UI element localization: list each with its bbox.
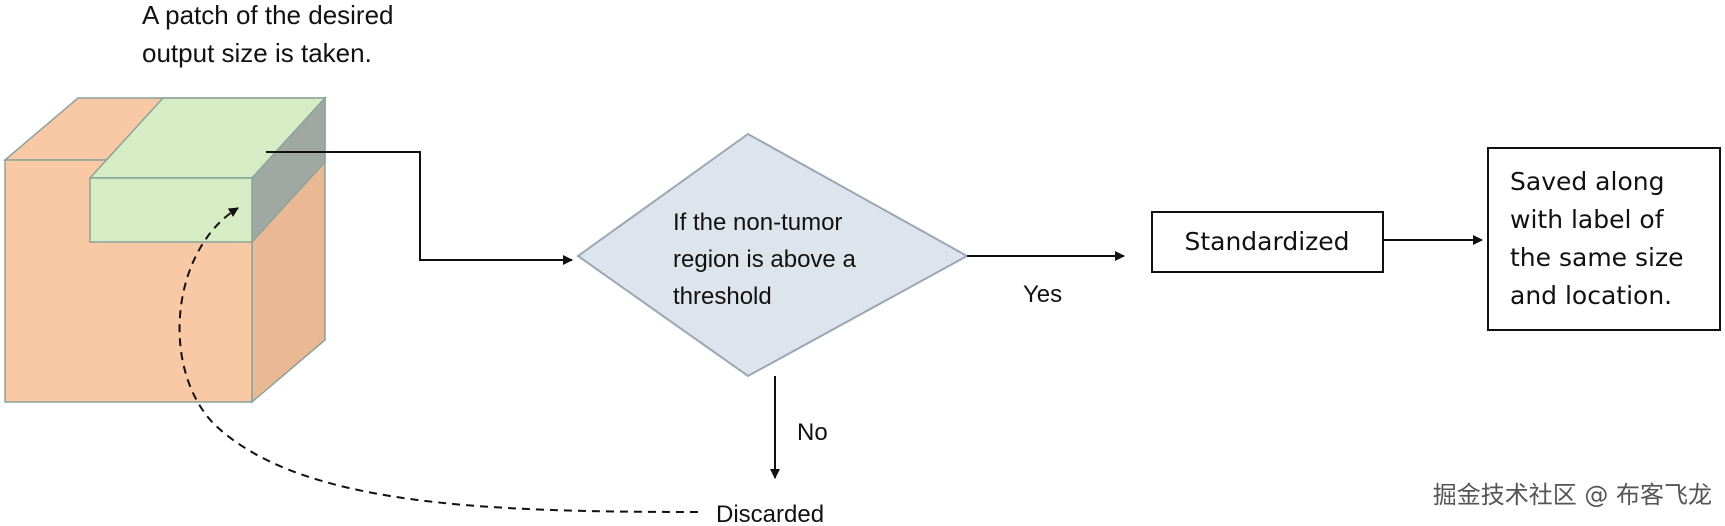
decision-line-1: If the non-tumor — [673, 209, 842, 236]
no-label: No — [797, 419, 828, 446]
saved-box — [1487, 147, 1721, 331]
saved-line-2: with label of — [1510, 205, 1665, 234]
decision-line-2: region is above a — [673, 246, 856, 273]
standardized-label: Standardized — [1184, 227, 1349, 256]
standardized-box — [1151, 211, 1384, 273]
discarded-label: Discarded — [716, 501, 824, 526]
watermark-text: 掘金技术社区 @ 布客飞龙 — [1433, 481, 1712, 509]
arrow-patch-to-decision — [266, 151, 573, 265]
decision-line-3: threshold — [673, 283, 772, 310]
patch-front-face — [89, 177, 253, 243]
saved-line-1: Saved along — [1510, 167, 1664, 196]
saved-line-4: and location. — [1510, 281, 1672, 310]
yes-label: Yes — [1023, 281, 1062, 308]
saved-line-3: the same size — [1510, 243, 1683, 272]
caption-line-1: A patch of the desired — [142, 0, 394, 30]
dashed-return-arrow — [178, 207, 699, 513]
patch-cube — [88, 96, 327, 244]
caption-line-2: output size is taken. — [142, 38, 372, 68]
